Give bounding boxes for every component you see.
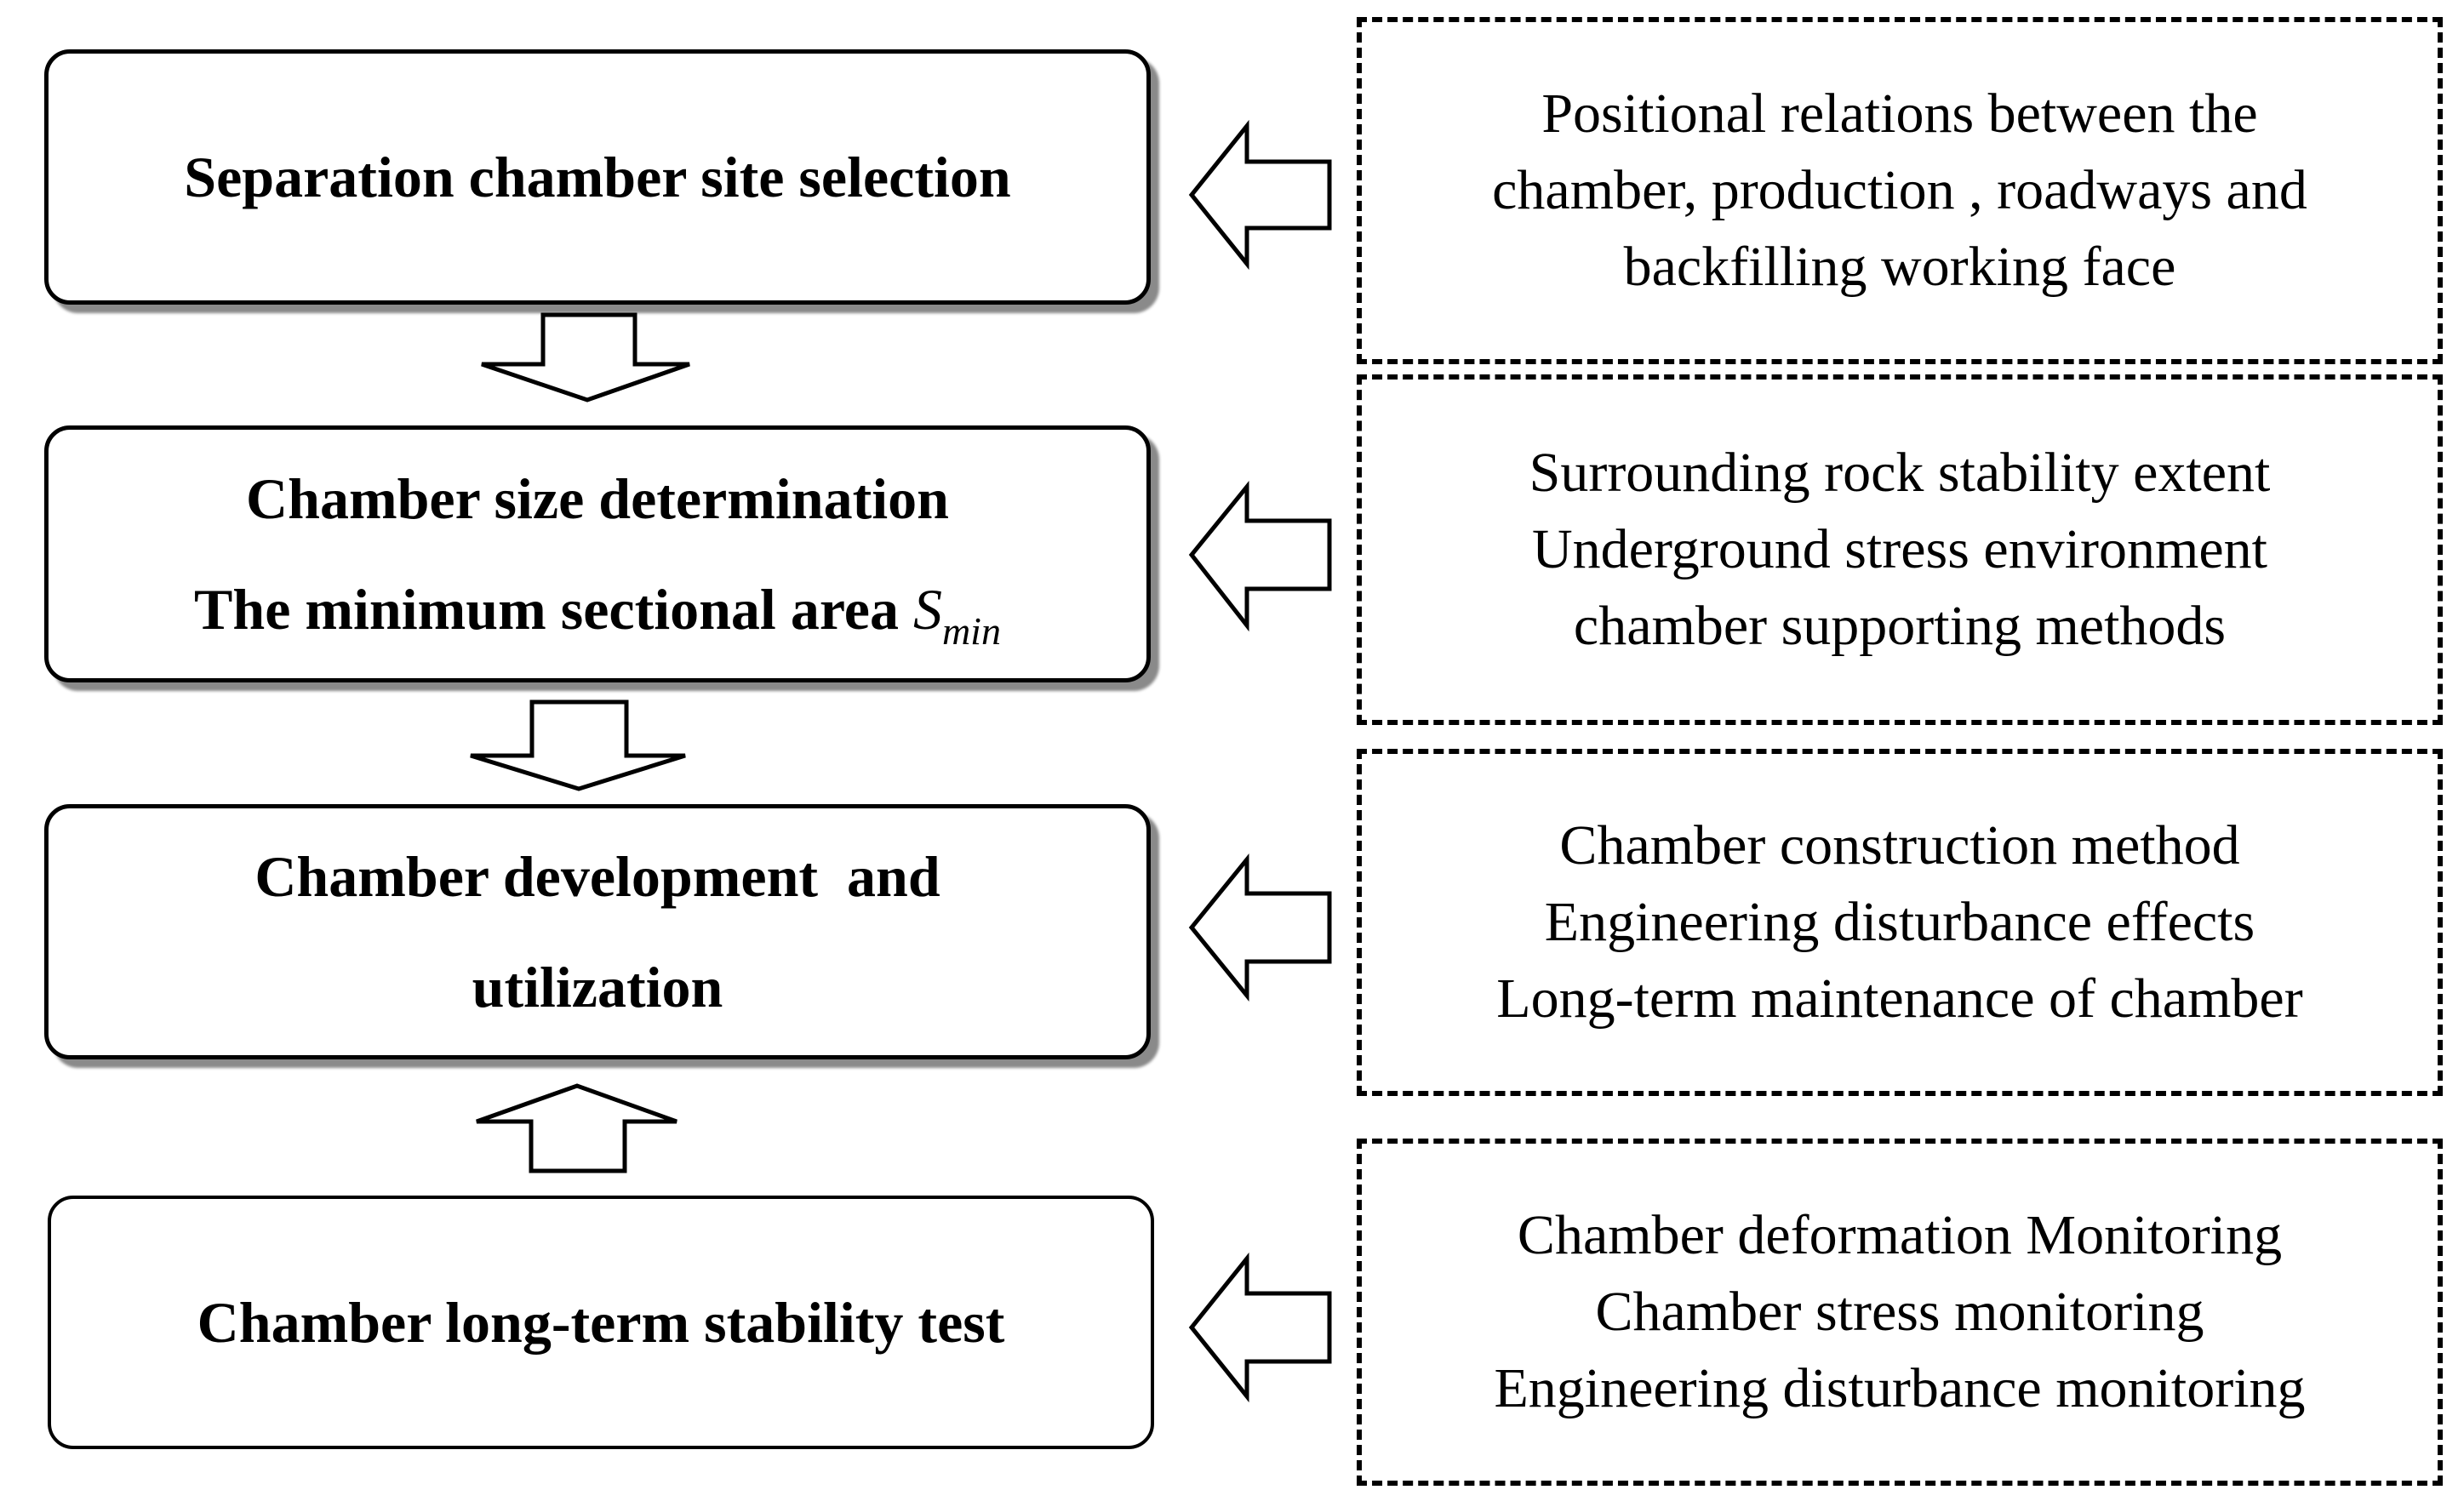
factor-rock-line-3: chamber supporting methods	[1573, 595, 2227, 657]
min-area-subscript: min	[941, 609, 1001, 653]
stage-box-size-determination: Chamber size determination The minimum s…	[44, 425, 1151, 682]
factor-box-rock-stability: Surrounding rock stability extent Underg…	[1357, 374, 2443, 725]
left-arrow-icon	[1188, 480, 1332, 632]
factor-monitoring-line-2: Chamber stress monitoring	[1595, 1281, 2204, 1343]
stage-size-determination-subtitle-text: The minimum sectional area	[194, 577, 913, 642]
factor-construction-line-3: Long-term maintenance of chamber	[1496, 968, 2303, 1030]
factor-positional-line-2: chamber, production , roadways and	[1492, 159, 2307, 221]
factor-construction-line-1: Chamber construction method	[1559, 814, 2240, 876]
left-arrow-icon	[1188, 853, 1332, 1002]
stage-stability-test-label: Chamber long-term stability test	[197, 1290, 1005, 1355]
stage-box-development-utilization: Chamber development and utilization	[44, 804, 1151, 1059]
factor-positional-line-1: Positional relations between the	[1541, 83, 2258, 145]
stage-size-determination-title: Chamber size determination	[246, 466, 949, 531]
factor-rock-line-2: Underground stress environment	[1532, 518, 2267, 580]
down-arrow-icon	[470, 699, 686, 791]
stage-development-line-1: Chamber development and	[254, 844, 940, 909]
factor-monitoring-line-3: Engineering disturbance monitoring	[1494, 1357, 2306, 1419]
stage-size-determination-subtitle: The minimum sectional area Smin	[194, 580, 1001, 651]
stage-development-line-2: utilization	[472, 955, 723, 1019]
factor-box-monitoring: Chamber deformation Monitoring Chamber s…	[1357, 1139, 2443, 1486]
factor-box-construction: Chamber construction method Engineering …	[1357, 749, 2443, 1096]
factor-rock-line-1: Surrounding rock stability extent	[1529, 442, 2271, 504]
down-arrow-icon	[481, 312, 690, 402]
min-area-symbol: S	[912, 577, 942, 642]
stage-box-site-selection: Separation chamber site selection	[44, 49, 1151, 305]
factor-box-positional-relations: Positional relations between the chamber…	[1357, 17, 2443, 364]
factor-monitoring-line-1: Chamber deformation Monitoring	[1517, 1204, 2283, 1266]
left-arrow-icon	[1188, 119, 1332, 271]
factor-positional-line-3: backfilling working face	[1623, 236, 2176, 298]
up-arrow-icon	[476, 1083, 677, 1173]
stage-box-stability-test: Chamber long-term stability test	[48, 1196, 1154, 1449]
left-arrow-icon	[1188, 1252, 1332, 1403]
factor-construction-line-2: Engineering disturbance effects	[1544, 891, 2255, 953]
stage-site-selection-label: Separation chamber site selection	[184, 145, 1011, 209]
